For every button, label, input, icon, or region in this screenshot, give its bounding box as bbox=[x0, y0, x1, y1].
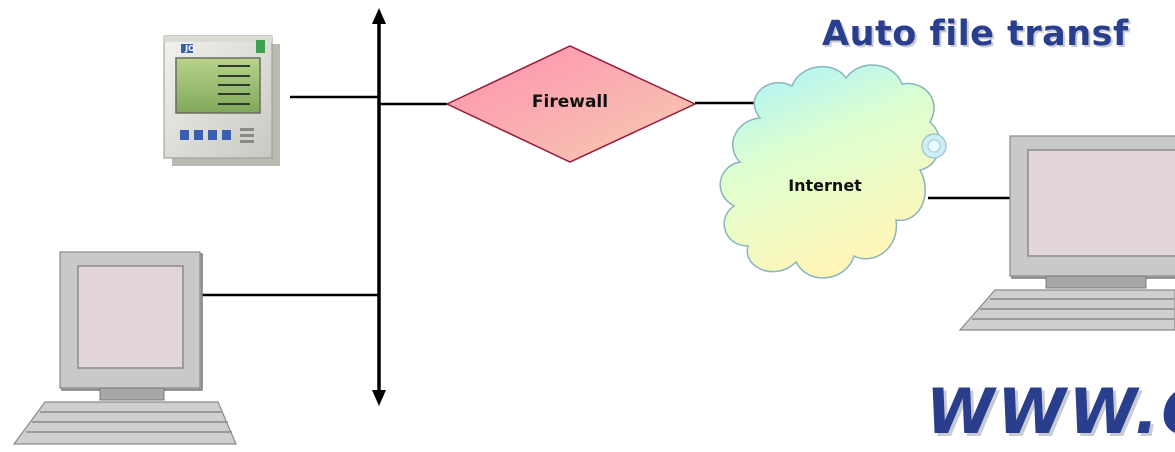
website-url-text: WWW.C bbox=[926, 375, 1175, 448]
remote-computer-icon bbox=[958, 135, 1175, 331]
meter-brand-label: JO bbox=[184, 44, 195, 53]
internet-label: Internet bbox=[788, 176, 862, 195]
firewall-diamond-icon bbox=[445, 45, 697, 163]
network-backbone bbox=[372, 8, 386, 406]
diagram-title: Auto file transf bbox=[822, 14, 1129, 54]
internet-cloud-icon bbox=[719, 64, 947, 279]
desktop-computer-icon bbox=[12, 251, 237, 445]
connection-lines bbox=[200, 95, 1010, 297]
power-meter-icon bbox=[163, 35, 280, 166]
firewall-label: Firewall bbox=[532, 92, 608, 112]
